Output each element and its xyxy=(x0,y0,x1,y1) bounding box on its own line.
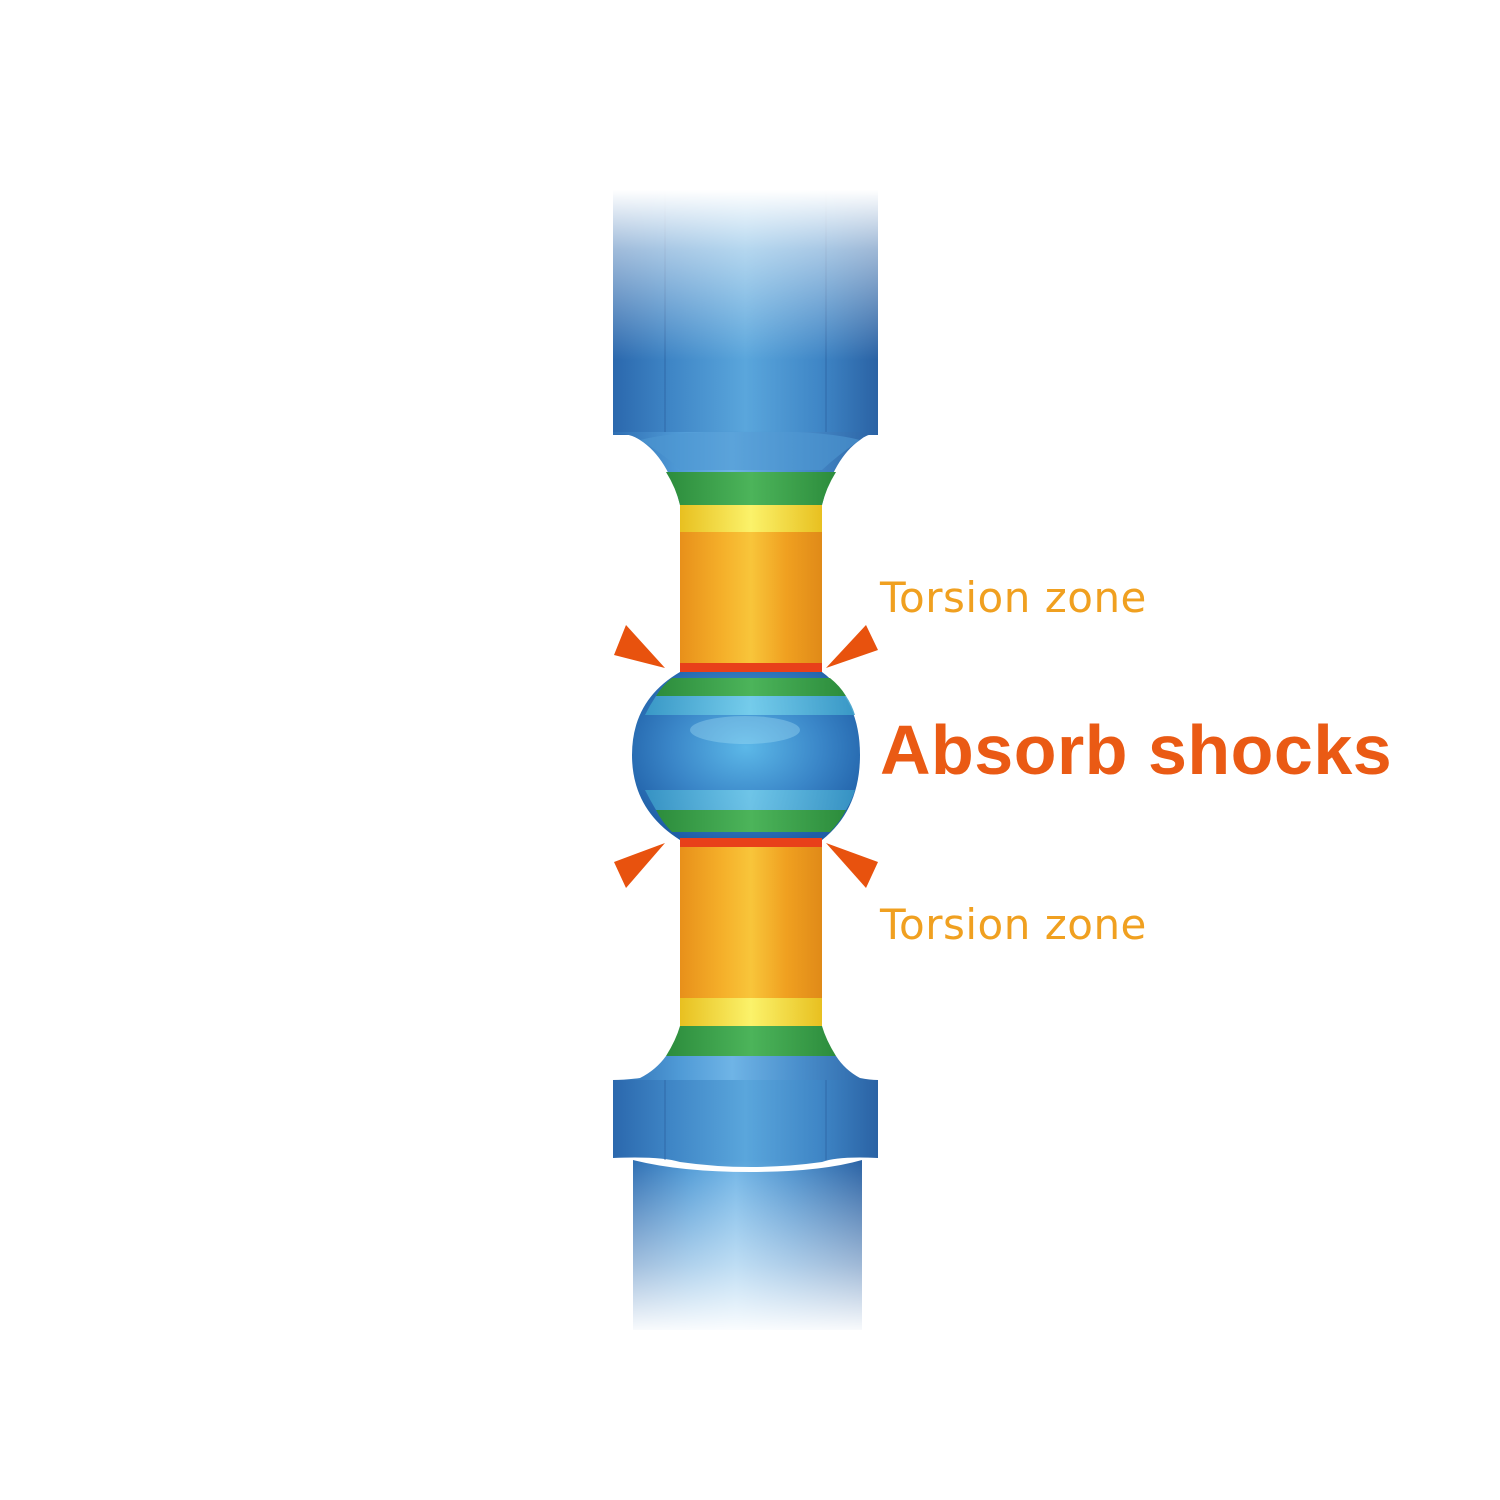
triangle-arrow-icon xyxy=(826,843,878,888)
lower-torsion-zone xyxy=(680,838,822,1028)
triangle-arrow-icon xyxy=(614,625,665,668)
stress-arrows xyxy=(614,625,878,888)
torsion-zone-label-bottom: Torsion zone xyxy=(880,900,1147,949)
upper-stress-line xyxy=(680,663,822,672)
top-shank xyxy=(613,190,878,435)
upper-torsion-zone xyxy=(680,505,822,672)
lower-hex xyxy=(613,1080,878,1167)
torsion-zone-label-top: Torsion zone xyxy=(880,573,1147,622)
bottom-shank xyxy=(630,1160,866,1335)
lower-stress-line xyxy=(680,838,822,847)
triangle-arrow-icon xyxy=(826,625,878,668)
triangle-arrow-icon xyxy=(614,843,665,888)
shock-ball xyxy=(632,672,860,840)
absorb-shocks-label: Absorb shocks xyxy=(880,711,1393,789)
lower-neck xyxy=(613,1026,878,1080)
upper-neck xyxy=(613,431,878,520)
